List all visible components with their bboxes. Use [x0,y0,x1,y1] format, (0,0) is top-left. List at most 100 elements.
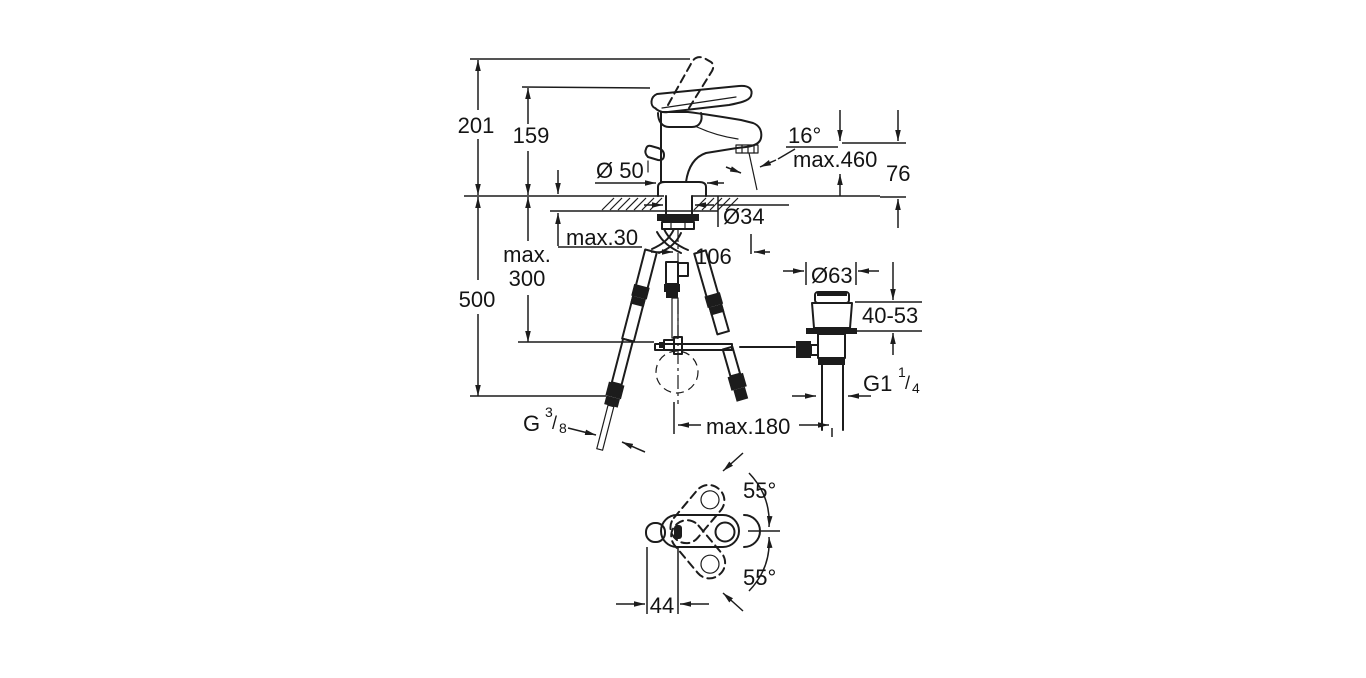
label-handle-offset: 44 [650,593,674,618]
valve-lower-band [818,358,845,365]
popup-knob [644,144,665,162]
faucet-body [644,56,763,197]
dim-spout-angle: 16° [725,123,838,191]
dim-swing-angles: 55° 55° [722,452,780,612]
lever-raised-ghost [667,56,715,109]
swing-up-leader [722,452,744,472]
label-spout-height: 76 [886,161,910,186]
hose-right-tube-lower [721,345,742,378]
hose-right-tube-upper [693,249,730,336]
label-swing-down: 55° [743,565,776,590]
label-max-depth-2: 300 [509,266,546,291]
popup-knob-plan [645,522,666,543]
mounting-washer [657,214,699,221]
dim-max-depth: max. 300 [503,197,551,342]
valve-mid-body [817,333,846,359]
dim-handle-offset: 44 [616,547,709,618]
rod-adjuster-nut [664,284,680,292]
counter-hatch-left [601,197,663,211]
valve-clamp-flange [806,328,857,334]
dim-spout-height: 76 [880,161,910,228]
cartridge-cap [657,112,703,128]
swing-up-arc [748,472,773,528]
hose-elbow-right-a [663,228,689,251]
label-supply-thread-base: G [523,411,540,436]
dim-lever-height: 159 [513,88,549,195]
handle-ghost-up-circle [700,490,720,510]
faucet-outline [660,111,763,183]
supply-hose-left [596,248,658,451]
label-max-deck: max.30 [566,225,638,250]
hose-right-nut-1 [704,292,724,309]
hose-left-tube-mid [610,337,634,386]
handle-plan-circle [714,521,736,543]
rod-side-plate [677,262,689,277]
angle-arrow-left [725,166,742,174]
top-view: 55° 55° 44 [616,452,780,618]
dim-max-rod: max.180 [673,402,833,439]
handle-ghost-up-outline [669,483,726,545]
handle-ghost-down-circle [700,554,720,574]
lever-handle [650,84,753,114]
swing-down-leader [722,592,744,612]
dim-supply-thread: G 3 / 8 [523,404,646,453]
dim-waste-thread: G1 1 / 4 [792,364,920,399]
joint-swivel-circle [655,350,699,394]
rod-adjuster-band [666,292,678,298]
handle-plan-outline [660,514,740,548]
horizontal-rod-left [654,343,733,351]
ext-line-top-159 [521,86,651,89]
dim-base-diameter: Ø 50 [595,158,724,186]
reference-lines [464,58,880,397]
dim-waste-diameter: Ø63 [783,262,879,288]
dim-deck-thickness: max.30 [555,170,642,250]
dim-max-height: max.460 [793,110,906,196]
angle-leader [777,148,796,160]
swing-down-arc [748,536,773,592]
dim-shank-diameter: Ø34 [644,196,789,229]
supply-arrow-left [567,427,597,436]
label-waste-diameter: Ø63 [811,263,853,288]
valve-upper-body [811,302,853,329]
hose-right-end-fitting [733,386,749,402]
hose-left-nut-2 [605,381,625,400]
hose-right-ferrule-1 [708,303,725,316]
label-rod-offset: 106 [695,244,732,269]
supply-arrow-right [621,441,646,453]
label-max-height: max.460 [793,147,877,172]
waste-valve [796,291,857,431]
mounting-nut [661,221,695,230]
label-overall-height: 201 [458,113,495,138]
dim-overall-height: 201 [458,60,495,195]
label-waste-thread-den: 4 [912,380,920,396]
label-supply-thread-den: 8 [559,420,567,436]
hose-right-nut-2 [727,372,747,391]
rod-shaft [671,297,679,339]
label-spout-angle: 16° [788,123,821,148]
label-supply-thread-slash: / [552,413,557,433]
valve-cap-top [817,292,847,296]
valve-knob-stem [810,344,819,356]
label-install-depth: 500 [459,287,496,312]
label-shank-diameter: Ø34 [723,204,765,229]
hose-left-nut-1 [631,283,650,300]
label-base-diameter: Ø 50 [596,158,644,183]
supply-hose-right [693,249,749,402]
label-clamp-range: 40-53 [862,303,918,328]
hose-elbow-left-b [658,232,682,254]
side-view: 201 500 159 max. 300 max.30 [458,56,922,453]
handle-pivot-mark [674,525,682,539]
handle-ghost-down [670,519,727,580]
spout-seam [696,126,739,140]
hose-left-tail [596,404,615,451]
dim-rod-offset: 106 [651,234,770,269]
label-max-depth-1: max. [503,242,551,267]
label-waste-thread-slash: / [905,373,910,393]
angle-arrow-right [759,159,777,168]
valve-rod-knob [796,341,811,358]
label-supply-thread-num: 3 [545,404,553,420]
label-max-rod: max.180 [706,414,790,439]
hose-elbow-right-b [656,231,682,254]
popup-rod-assembly [654,228,796,404]
